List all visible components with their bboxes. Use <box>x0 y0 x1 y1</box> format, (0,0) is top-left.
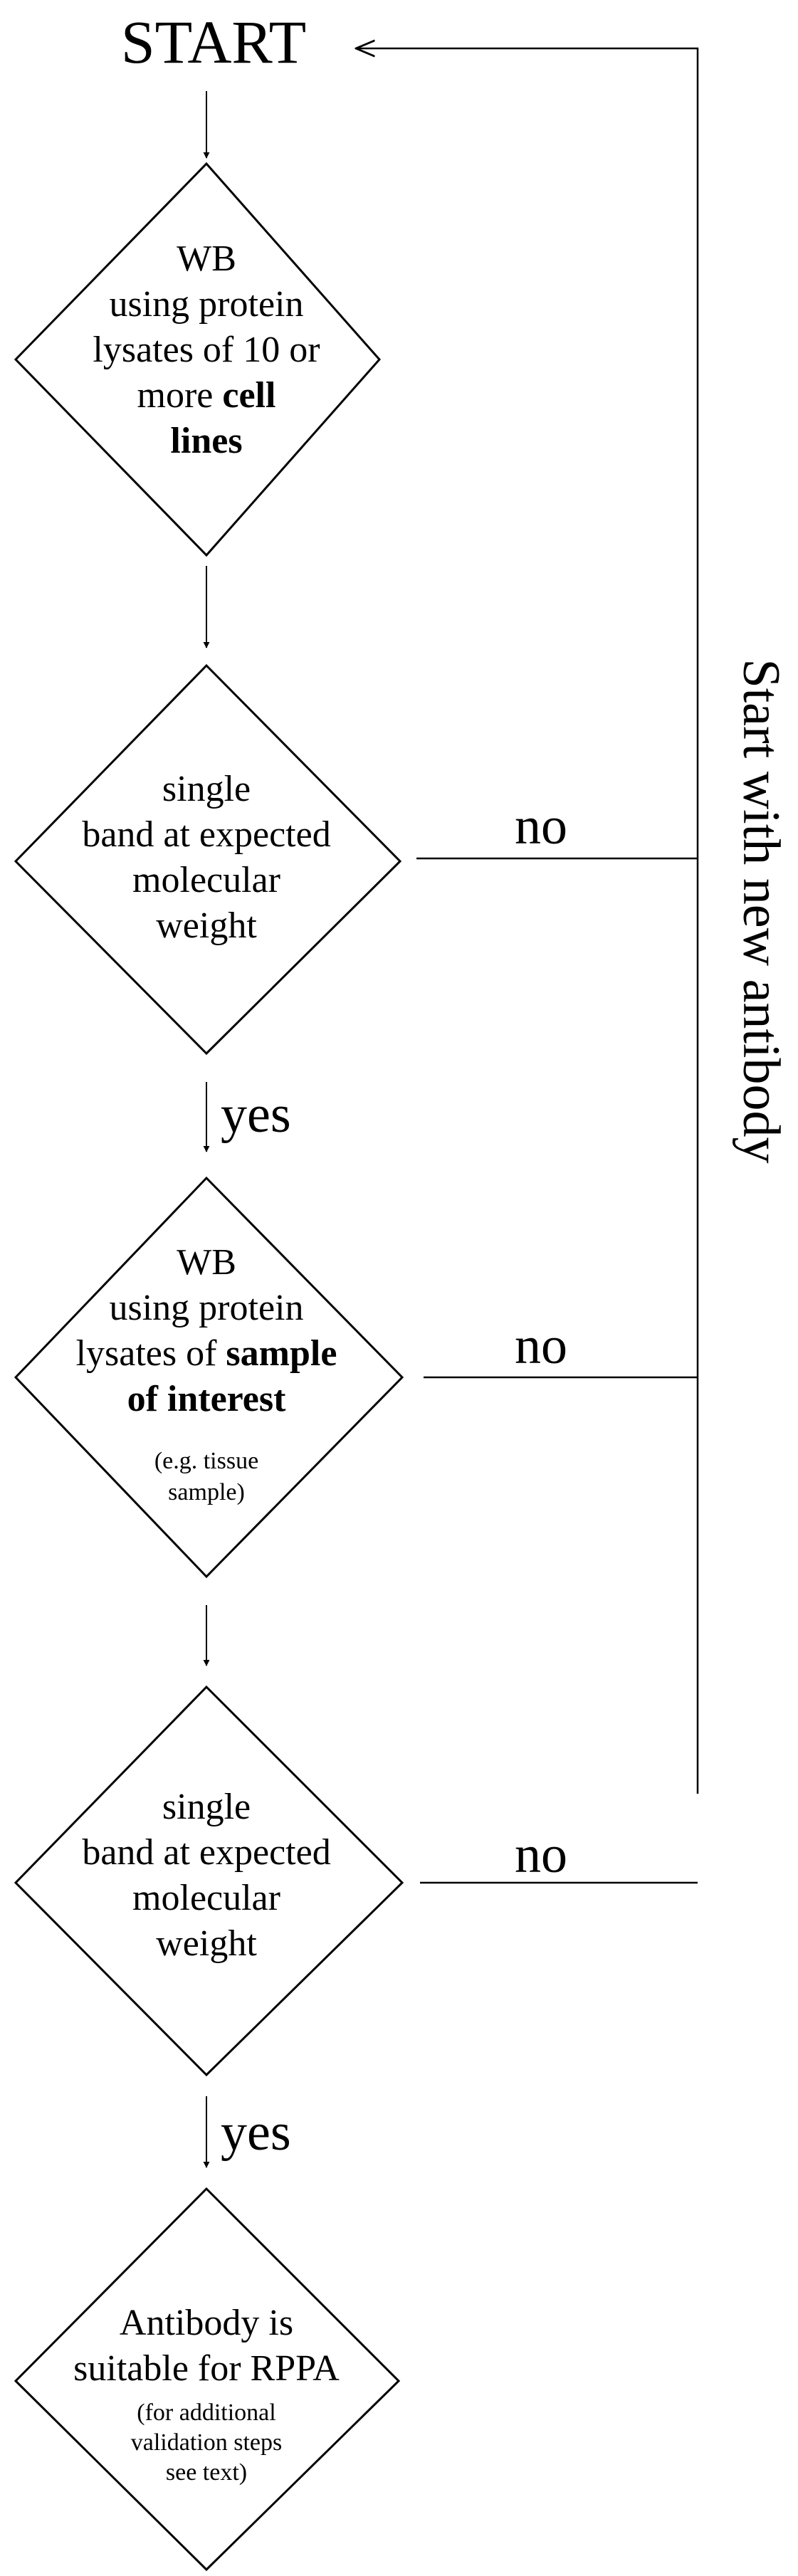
no-label-decision-2: no <box>515 1826 567 1884</box>
diamond-wb-sample <box>14 1176 404 1579</box>
node-decision-2: single band at expected molecular weight <box>14 1685 404 2077</box>
decision-2-line: weight <box>156 1923 257 1964</box>
start-label: START <box>121 8 306 76</box>
result-note-line: see text) <box>166 2459 247 2486</box>
diamond-result <box>14 2187 401 2572</box>
wb-cell-lines-line: lysates of 10 or <box>93 330 320 370</box>
wb-cell-lines-line: lines <box>170 421 242 461</box>
wb-cell-lines-line: more cell <box>137 375 276 416</box>
result-line: Antibody is <box>120 2303 293 2343</box>
wb-cell-lines-line: WB <box>177 238 236 279</box>
diamond-wb-cell-lines <box>14 162 382 557</box>
decision-1-line: weight <box>156 905 257 946</box>
wb-sample-note-line: sample) <box>168 1479 245 1505</box>
node-result-text: Antibody is suitable for RPPA <box>73 2303 340 2389</box>
diamond-decision-1 <box>14 663 402 1056</box>
wb-sample-line: lysates of sample <box>76 1333 337 1374</box>
diamond-decision-2 <box>14 1685 404 2077</box>
no-label-decision-1: no <box>515 797 567 856</box>
decision-1-line: molecular <box>132 860 280 900</box>
side-label-start-new-antibody: Start with new antibody <box>732 658 790 1163</box>
node-wb-cell-lines: WB using protein lysates of 10 or more cell… <box>14 162 382 557</box>
result-note-line: (for additional <box>137 2399 275 2426</box>
yes-label-decision-2: yes <box>221 2103 291 2162</box>
no-label-wb-sample: no <box>515 1317 567 1375</box>
decision-1-line: band at expected <box>82 814 330 855</box>
wb-sample-line: using protein <box>110 1288 304 1328</box>
yes-label-decision-1: yes <box>221 1085 291 1144</box>
decision-2-line: molecular <box>132 1878 280 1918</box>
wb-cell-lines-line: using protein <box>110 284 304 325</box>
node-wb-cell-lines-text: WB using protein lysates of 10 or more cell… <box>93 238 320 461</box>
node-decision-2-text: single band at expected molecular weight <box>82 1787 330 1964</box>
result-line: suitable for RPPA <box>73 2348 340 2389</box>
decision-2-line: single <box>162 1787 251 1827</box>
node-wb-sample-note: (e.g. tissue sample) <box>154 1448 258 1505</box>
node-result: Antibody is suitable for RPPA (for additi… <box>14 2187 401 2572</box>
wb-sample-note-line: (e.g. tissue <box>154 1448 258 1474</box>
node-result-note: (for additional validation steps see text) <box>131 2399 282 2486</box>
result-note-line: validation steps <box>131 2429 282 2456</box>
node-wb-sample: WB using protein lysates of sample of inter… <box>14 1176 404 1579</box>
decision-2-line: band at expected <box>82 1832 330 1873</box>
decision-1-line: single <box>162 769 251 809</box>
node-wb-sample-text: WB using protein lysates of sample of inter… <box>76 1242 337 1419</box>
wb-sample-line: WB <box>177 1242 236 1283</box>
wb-sample-line: of interest <box>127 1379 287 1419</box>
node-decision-1-text: single band at expected molecular weight <box>82 769 330 946</box>
loop-back-line <box>356 48 699 1794</box>
node-decision-1: single band at expected molecular weight <box>14 663 402 1056</box>
